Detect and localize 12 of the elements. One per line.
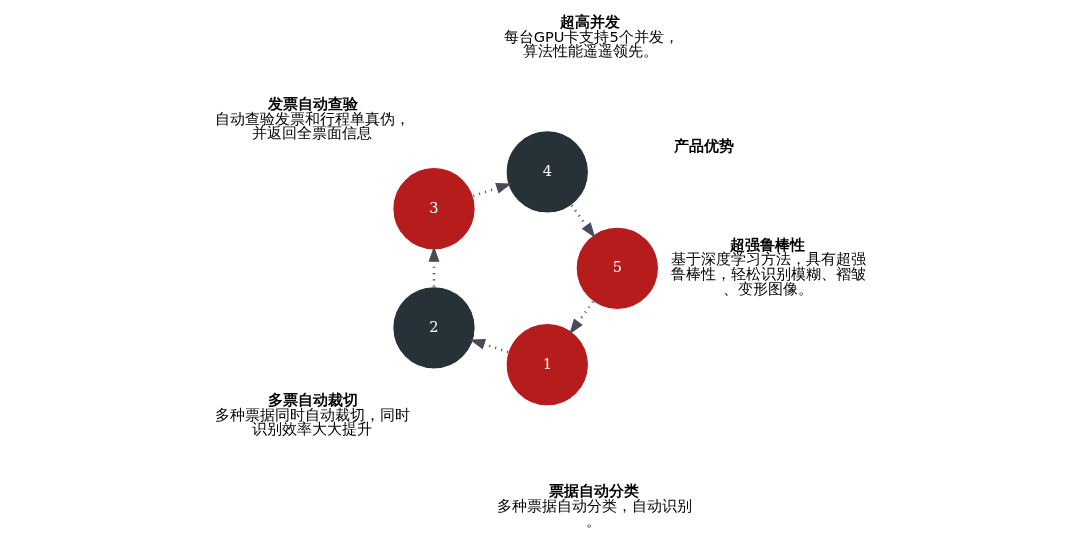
node-label: 超高并发 bbox=[560, 13, 621, 31]
label: 产品优势 bbox=[674, 137, 735, 155]
arrow bbox=[472, 183, 512, 198]
node-circle: 3 bbox=[392, 167, 476, 251]
node-circle: 2 bbox=[392, 286, 476, 370]
arrow bbox=[570, 204, 596, 239]
node-circle: 5 bbox=[575, 226, 659, 310]
node-circle: 1 bbox=[505, 323, 589, 407]
arrow bbox=[569, 300, 595, 335]
node-circle: 4 bbox=[505, 130, 589, 214]
arrow bbox=[469, 339, 509, 354]
arrow bbox=[428, 246, 440, 287]
